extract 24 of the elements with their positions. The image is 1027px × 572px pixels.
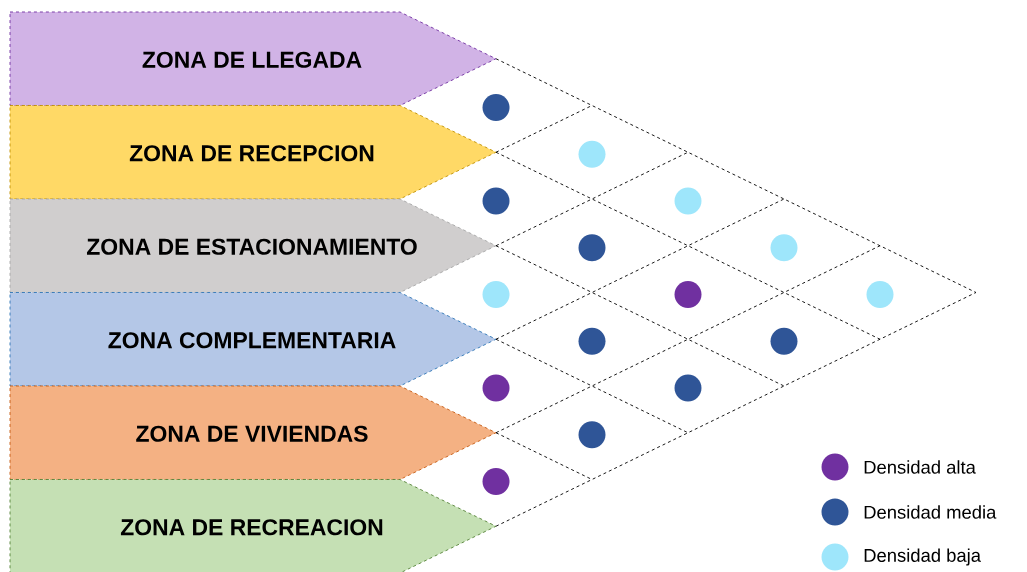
zone-banner: ZONA DE VIVIENDAS — [9, 385, 497, 480]
density-dot — [674, 281, 702, 308]
density-dot — [866, 281, 894, 308]
density-dot — [482, 94, 510, 121]
zone-banner: ZONA DE RECEPCION — [9, 105, 497, 200]
legend-label: Densidad baja — [864, 548, 981, 566]
density-dot — [674, 187, 702, 215]
density-dot — [770, 234, 798, 262]
density-dot — [482, 187, 510, 215]
legend-label: Densidad alta — [864, 460, 976, 474]
density-dot — [578, 234, 606, 262]
legend-label: Densidad media — [864, 505, 997, 519]
density-dot — [578, 327, 606, 355]
zone-banner: ZONA COMPLEMENTARIA — [9, 292, 497, 387]
zone-banner: ZONA DE RECREACION — [9, 479, 497, 572]
density-dot — [674, 374, 702, 402]
density-dot — [578, 140, 606, 168]
density-dot — [482, 281, 510, 308]
density-dot — [482, 468, 510, 495]
zone-banner: ZONA DE LLEGADA — [9, 11, 497, 106]
density-dot — [482, 374, 510, 402]
density-dot — [578, 421, 606, 449]
density-dot — [770, 327, 798, 355]
zone-banner: ZONA DE ESTACIONAMIENTO — [9, 198, 497, 293]
